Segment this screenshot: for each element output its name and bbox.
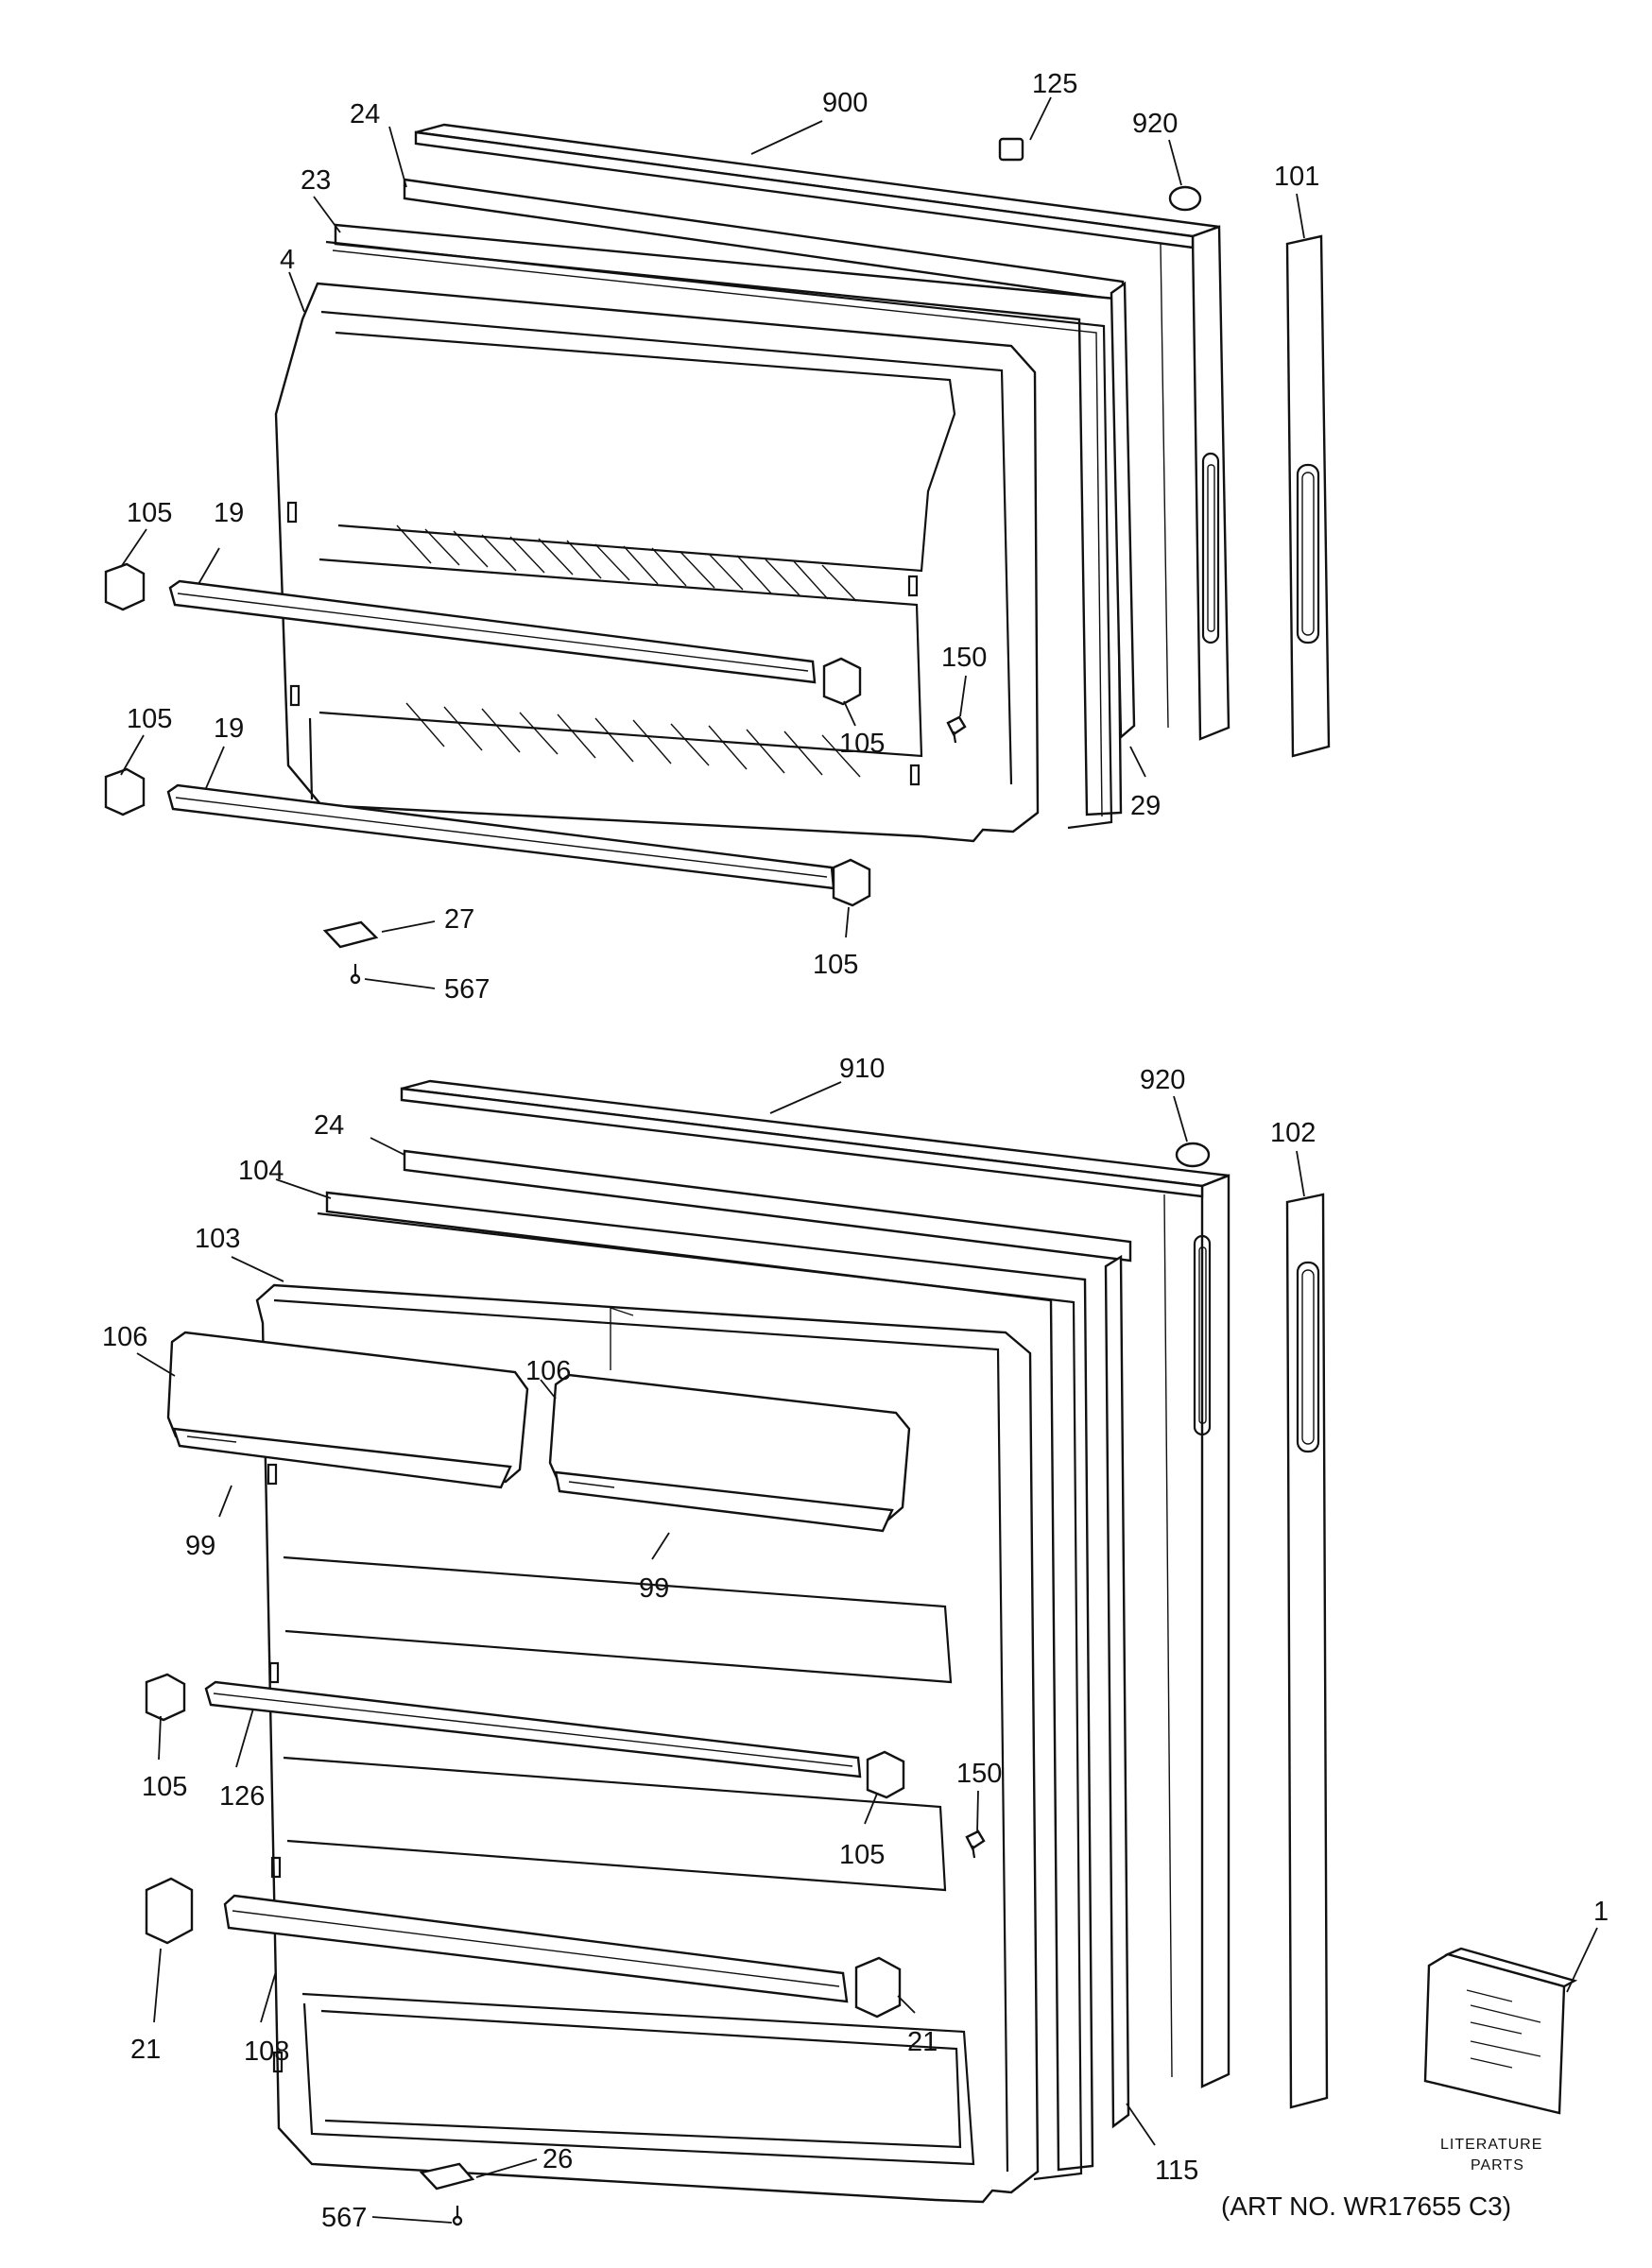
freezer-part-labels: 900 125 920 24 101 23 4 105 19 150 105 1… [127, 69, 1319, 1005]
label-105: 105 [127, 498, 172, 528]
trim-strip-29 [1110, 281, 1136, 740]
hinge-plate-27 [322, 920, 379, 949]
shelf-bar-126 [204, 1680, 862, 1778]
freezer-door-assembly [104, 123, 1331, 985]
label-29: 29 [1130, 791, 1161, 821]
label-105: 105 [127, 704, 172, 734]
literature-line-2: PARTS [1471, 2157, 1524, 2174]
screw-567-fresh [452, 2206, 463, 2226]
door-handle-101 [1285, 234, 1331, 758]
outer-door-panel-900 [414, 123, 1230, 741]
literature-caption: LITERATURE PARTS [1440, 2137, 1542, 2174]
door-handle-102 [1285, 1193, 1329, 2109]
label-115: 115 [1155, 2156, 1198, 2186]
end-cap-105-fresh [145, 1673, 905, 1799]
screw-150 [946, 715, 967, 744]
label-150: 150 [956, 1759, 1002, 1789]
label-24: 24 [314, 1110, 344, 1141]
label-104: 104 [238, 1156, 284, 1186]
literature-line-1: LITERATURE [1440, 2137, 1542, 2153]
label-101: 101 [1274, 162, 1319, 192]
plug-button-920-fresh [1175, 1142, 1211, 1168]
label-26: 26 [542, 2144, 573, 2174]
outer-door-panel-910 [400, 1079, 1230, 2088]
label-21: 21 [130, 2035, 161, 2065]
label-126: 126 [219, 1781, 265, 1812]
screw-567 [350, 964, 361, 985]
label-125: 125 [1032, 69, 1077, 99]
label-99: 99 [639, 1573, 669, 1604]
label-27: 27 [444, 904, 474, 935]
shelf-bar-19-upper [168, 579, 817, 684]
label-567: 567 [321, 2203, 367, 2233]
label-105: 105 [839, 1840, 885, 1870]
label-23: 23 [301, 165, 331, 196]
fresh-food-part-labels: 910 920 24 102 104 103 106 106 99 99 105… [102, 1054, 1609, 2233]
label-106: 106 [102, 1322, 147, 1352]
label-19: 19 [214, 713, 244, 744]
door-gasket-24-104 [317, 1149, 1132, 2181]
fresh-food-door-assembly [145, 1079, 1578, 2226]
label-105: 105 [142, 1772, 187, 1802]
shelf-bar-108 [223, 1894, 849, 2003]
label-21: 21 [907, 2027, 938, 2057]
label-105: 105 [813, 950, 858, 980]
label-19: 19 [214, 498, 244, 528]
label-24: 24 [350, 99, 380, 129]
label-900: 900 [822, 88, 868, 118]
end-cap-105 [104, 562, 871, 907]
label-920: 920 [1140, 1065, 1185, 1095]
label-105: 105 [839, 729, 885, 759]
label-1: 1 [1593, 1897, 1609, 1927]
door-liner-4 [274, 282, 1040, 843]
label-4: 4 [280, 245, 295, 275]
label-567: 567 [444, 974, 490, 1005]
hinge-plate-26 [419, 2162, 475, 2191]
literature-booklet-1 [1423, 1947, 1578, 2115]
end-cap-21 [145, 1877, 902, 2019]
plug-button-920 [1168, 185, 1202, 212]
label-108: 108 [244, 2036, 289, 2067]
label-99: 99 [185, 1531, 215, 1561]
label-102: 102 [1270, 1118, 1316, 1148]
label-150: 150 [941, 643, 987, 673]
label-103: 103 [195, 1224, 240, 1254]
dairy-compartment-106-right [548, 1373, 911, 1533]
screw-150-fresh [965, 1830, 986, 1859]
label-920: 920 [1132, 109, 1178, 139]
leader-lines [120, 96, 1598, 2224]
hinge-pin-125 [998, 137, 1024, 162]
art-number: (ART NO. WR17655 C3) [1221, 2191, 1511, 2221]
dairy-compartment-106-left [166, 1331, 529, 1489]
label-910: 910 [839, 1054, 885, 1084]
trim-strip-115 [1104, 1254, 1130, 2129]
label-106: 106 [525, 1356, 571, 1386]
